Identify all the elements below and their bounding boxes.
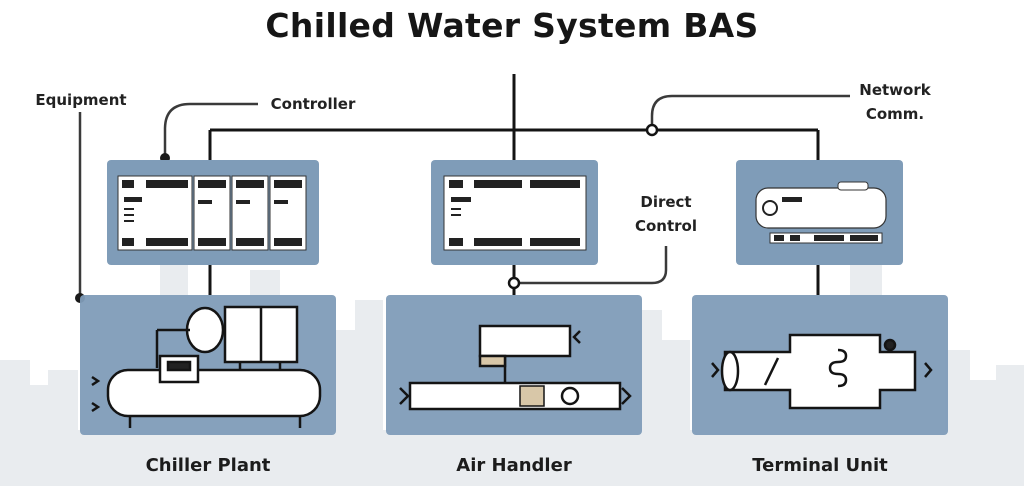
direct-label-line2: Control [634,217,697,235]
air-handler-caption: Air Handler [456,455,572,476]
network-label-line1: Network [859,81,931,99]
network-junctions [507,123,659,290]
terminal-unit-caption: Terminal Unit [752,455,888,476]
direct-label-line1: Direct [640,193,692,211]
direct-control-label: Direct Control [618,190,714,238]
network-label-line2: Comm. [865,105,925,123]
controller-label: Controller [270,95,356,113]
equipment-panel-chiller [80,295,336,435]
city-skyline-background [0,255,1024,486]
leader-lines [78,94,850,298]
equipment-label: Equipment [35,91,127,109]
chiller-plant-caption: Chiller Plant [145,455,271,476]
equipment-panel-air-handler [386,295,642,435]
network-comm-label: Network Comm. [840,78,950,126]
controller-chiller [107,160,319,265]
controller-air-handler [431,160,598,265]
equipment-panel-terminal-unit [692,295,948,435]
page-title: Chilled Water System BAS [265,6,759,45]
controller-terminal-unit [736,160,903,265]
